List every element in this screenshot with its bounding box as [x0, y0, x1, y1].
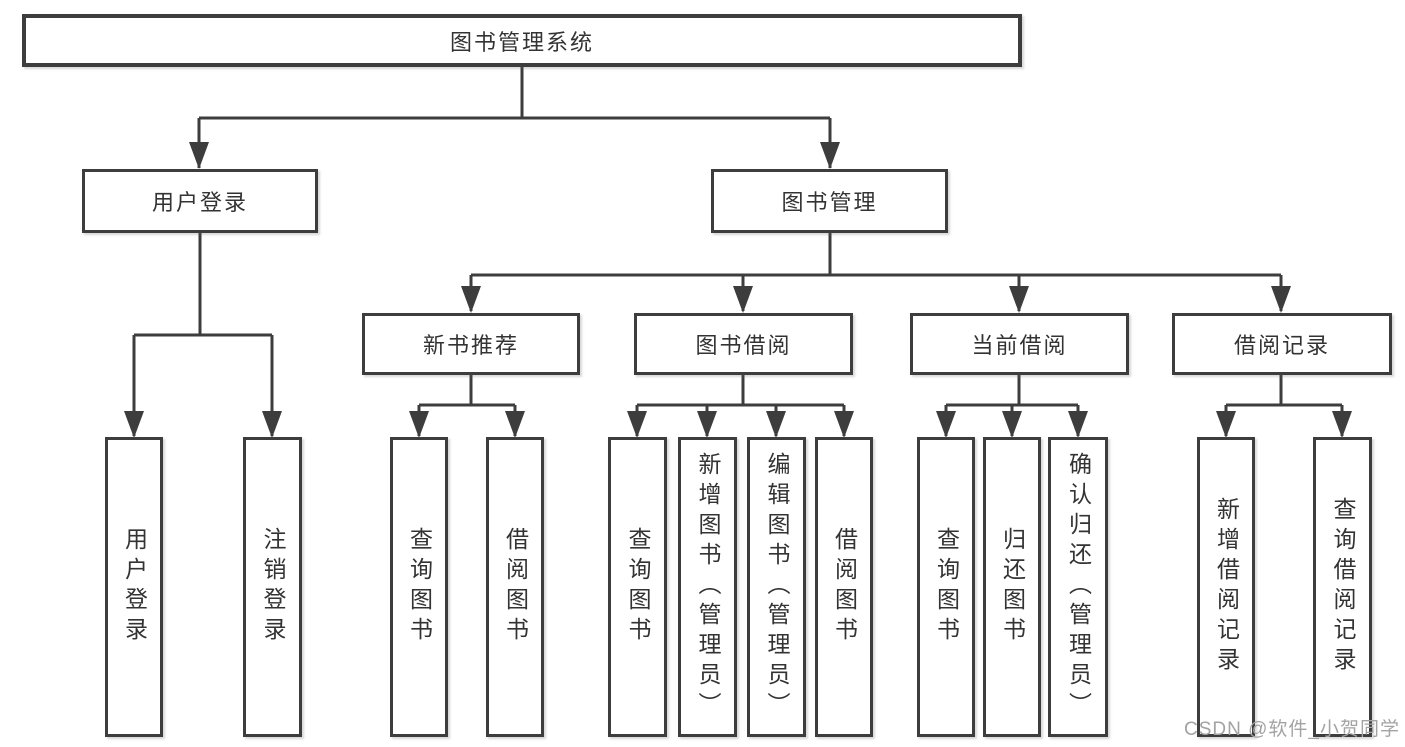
- node-book-management-label: 图书管理: [781, 190, 878, 215]
- leaf-query-books-current: 查询图书: [917, 437, 975, 737]
- node-current-borrow-label: 当前借阅: [971, 333, 1068, 358]
- leaf-query-books-current-label: 查询图书: [933, 527, 960, 647]
- leaf-add-book-admin: 新增图书（管理员）: [678, 437, 737, 737]
- node-root: 图书管理系统: [22, 14, 1022, 67]
- leaf-query-books-recommend-label: 查询图书: [406, 527, 433, 647]
- leaf-add-borrow-record: 新增借阅记录: [1197, 437, 1255, 737]
- node-new-book-recommend-label: 新书推荐: [422, 333, 519, 358]
- leaf-confirm-return-admin-label: 确认归还（管理员）: [1065, 452, 1092, 722]
- leaf-query-books-borrow: 查询图书: [608, 437, 667, 737]
- node-user-login-label: 用户登录: [151, 190, 248, 215]
- leaf-logout-label: 注销登录: [260, 527, 286, 647]
- leaf-borrow-books-label: 借阅图书: [831, 527, 858, 647]
- leaf-borrow-books: 借阅图书: [815, 437, 873, 737]
- watermark: CSDN @软件_小贺同学: [1184, 719, 1400, 740]
- node-book-borrow: 图书借阅: [634, 313, 853, 375]
- node-user-login: 用户登录: [82, 169, 318, 233]
- leaf-query-books-recommend: 查询图书: [390, 437, 448, 737]
- leaf-add-borrow-record-label: 新增借阅记录: [1213, 497, 1240, 677]
- node-borrow-records-label: 借阅记录: [1233, 333, 1330, 358]
- node-book-management: 图书管理: [711, 169, 948, 233]
- node-new-book-recommend: 新书推荐: [362, 313, 580, 375]
- leaf-edit-book-admin: 编辑图书（管理员）: [747, 437, 806, 737]
- leaf-query-borrow-record-label: 查询借阅记录: [1330, 497, 1356, 677]
- leaf-confirm-return-admin: 确认归还（管理员）: [1048, 437, 1108, 737]
- leaf-return-book: 归还图书: [983, 437, 1041, 737]
- leaf-edit-book-admin-label: 编辑图书（管理员）: [764, 452, 790, 722]
- leaf-query-books-borrow-label: 查询图书: [625, 527, 651, 647]
- leaf-query-borrow-record: 查询借阅记录: [1313, 437, 1372, 737]
- leaf-borrow-books-recommend-label: 借阅图书: [502, 527, 529, 647]
- arrowheads: [124, 142, 1352, 438]
- node-root-label: 图书管理系统: [449, 29, 594, 55]
- leaf-add-book-admin-label: 新增图书（管理员）: [695, 452, 721, 722]
- node-book-borrow-label: 图书借阅: [695, 333, 792, 358]
- leaf-logout: 注销登录: [243, 437, 302, 737]
- leaf-user-login: 用户登录: [105, 437, 163, 737]
- node-borrow-records: 借阅记录: [1172, 313, 1392, 375]
- leaf-borrow-books-recommend: 借阅图书: [486, 437, 544, 737]
- leaf-return-book-label: 归还图书: [999, 527, 1026, 647]
- leaf-user-login-label: 用户登录: [121, 527, 148, 647]
- node-current-borrow: 当前借阅: [910, 313, 1129, 375]
